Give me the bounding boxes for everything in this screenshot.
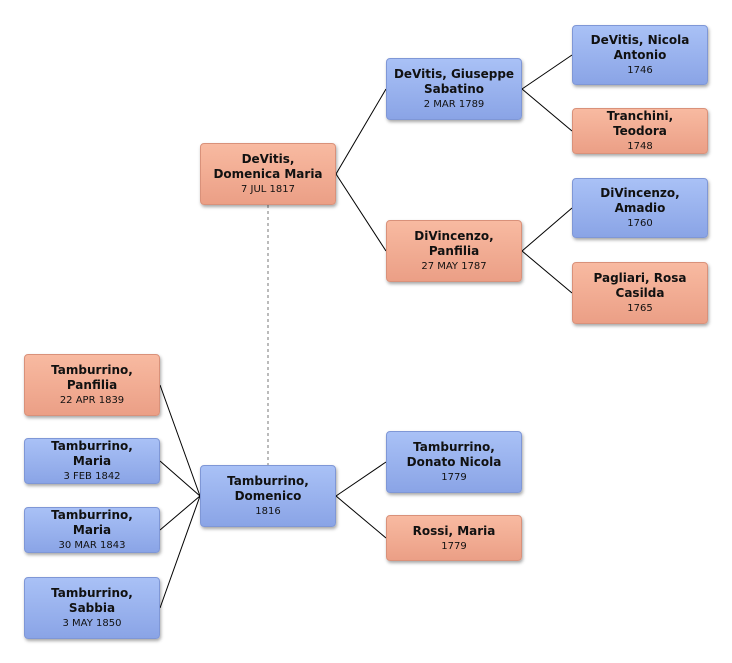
- person-name: DiVincenzo, Panfilia: [414, 229, 494, 258]
- person-date: 1746: [627, 65, 653, 76]
- person-name: Pagliari, Rosa Casilda: [593, 271, 687, 300]
- parent-link: [335, 88, 387, 175]
- person-name: DeVitis, Domenica Maria: [213, 152, 323, 181]
- person-box-rosa[interactable]: Pagliari, Rosa Casilda 1765: [572, 262, 708, 324]
- person-box-maria-t1[interactable]: Tamburrino, Maria 3 FEB 1842: [24, 438, 160, 484]
- person-name: DiVincenzo, Amadio: [600, 186, 680, 215]
- person-name: Rossi, Maria: [412, 523, 496, 538]
- person-date: 1779: [441, 472, 467, 483]
- person-date: 1765: [627, 303, 653, 314]
- person-date: 2 MAR 1789: [423, 99, 485, 110]
- person-box-panfilia-dv[interactable]: DiVincenzo, Panfilia 27 MAY 1787: [386, 220, 522, 282]
- person-name: Tamburrino, Maria: [51, 508, 133, 537]
- person-box-teodora[interactable]: Tranchini, Teodora 1748: [572, 108, 708, 154]
- person-date: 1779: [441, 540, 467, 552]
- person-date: 3 FEB 1842: [63, 471, 121, 482]
- person-name: Tamburrino, Domenico: [227, 474, 309, 503]
- person-box-maria-r[interactable]: Rossi, Maria 1779: [386, 515, 522, 561]
- person-date: 27 MAY 1787: [421, 261, 487, 272]
- parent-link: [521, 88, 573, 132]
- child-link: [159, 495, 201, 531]
- person-box-panfilia-t[interactable]: Tamburrino, Panfilia 22 APR 1839: [24, 354, 160, 416]
- person-date: 22 APR 1839: [59, 395, 125, 406]
- person-box-domenica[interactable]: DeVitis, Domenica Maria 7 JUL 1817: [200, 143, 336, 205]
- person-name: Tamburrino, Sabbia: [51, 586, 133, 615]
- person-date: 1748: [627, 141, 653, 152]
- child-link: [159, 460, 201, 497]
- parent-link: [335, 495, 387, 539]
- person-box-donato[interactable]: Tamburrino, Donato Nicola 1779: [386, 431, 522, 493]
- person-box-maria-t2[interactable]: Tamburrino, Maria 30 MAR 1843: [24, 507, 160, 553]
- person-box-amadio[interactable]: DiVincenzo, Amadio 1760: [572, 178, 708, 238]
- person-name: DeVitis, Nicola Antonio: [590, 33, 690, 62]
- person-date: 1760: [627, 218, 653, 229]
- parent-link: [335, 173, 387, 252]
- person-box-nicola[interactable]: DeVitis, Nicola Antonio 1746: [572, 25, 708, 85]
- person-name: DeVitis, Giuseppe Sabatino: [393, 67, 515, 96]
- parent-link: [521, 207, 573, 252]
- person-box-domenico[interactable]: Tamburrino, Domenico 1816: [200, 465, 336, 527]
- parent-link: [521, 54, 573, 90]
- person-date: 30 MAR 1843: [58, 540, 126, 551]
- child-link: [159, 384, 201, 497]
- person-date: 1816: [255, 506, 281, 517]
- person-box-sabbia[interactable]: Tamburrino, Sabbia 3 MAY 1850: [24, 577, 160, 639]
- person-name: Tamburrino, Donato Nicola: [406, 440, 502, 469]
- parent-link: [335, 461, 387, 497]
- parent-link: [521, 250, 573, 294]
- person-date: 3 MAY 1850: [62, 618, 122, 629]
- child-link: [159, 495, 201, 609]
- person-name: Tranchini, Teodora: [606, 109, 674, 138]
- person-name: Tamburrino, Maria: [51, 439, 133, 468]
- person-date: 7 JUL 1817: [240, 184, 295, 195]
- person-name: Tamburrino, Panfilia: [51, 363, 133, 392]
- person-box-giuseppe[interactable]: DeVitis, Giuseppe Sabatino 2 MAR 1789: [386, 58, 522, 120]
